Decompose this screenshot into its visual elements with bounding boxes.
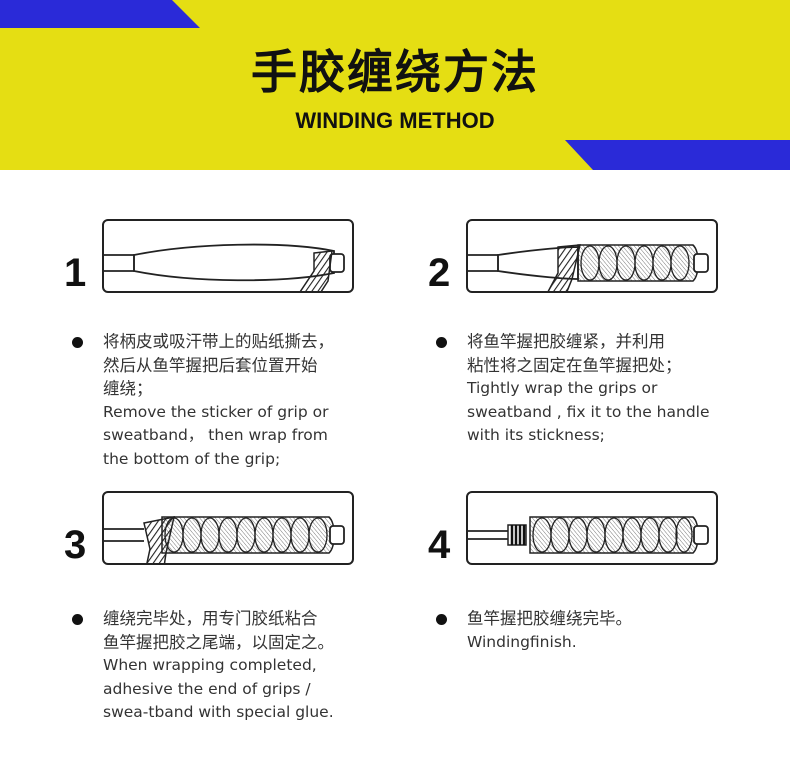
header-banner: 手胶缠绕方法 WINDING METHOD xyxy=(0,0,790,170)
step-1-line: 缠绕； xyxy=(103,379,153,398)
blue-triangle-left xyxy=(0,0,205,28)
bullet-2 xyxy=(436,337,447,348)
wrap-finished-icon xyxy=(468,516,709,554)
step-1-description: 将柄皮或吸汗带上的贴纸撕去， 然后从鱼竿握把后套位置开始 缠绕； Remove … xyxy=(103,330,334,471)
step-2-line: 粘性将之固定在鱼竿握把处； xyxy=(467,355,682,375)
step-3-line: When wrapping completed, xyxy=(103,656,317,674)
step-number-2: 2 xyxy=(428,251,451,295)
blue-triangle-right xyxy=(565,140,790,170)
step-2-line: Tightly wrap the grips or xyxy=(467,379,658,397)
step-number-4: 4 xyxy=(428,523,451,567)
handle-sticker-icon xyxy=(104,243,345,291)
step-3-illustration xyxy=(102,491,354,565)
step-2-line: 将鱼竿握把胶缠紧，并利用 xyxy=(467,332,665,351)
step-1-line: sweatband， then wrap from xyxy=(103,426,328,444)
step-2-illustration xyxy=(466,219,718,293)
step-number-3: 3 xyxy=(64,523,87,567)
step-4-description: 鱼竿握把胶缠绕完毕。 Windingfinish. xyxy=(467,607,632,654)
step-3-line: 缠绕完毕处，用专门胶纸粘合 xyxy=(103,609,318,628)
step-number-1: 1 xyxy=(64,251,87,295)
step-4-line: 鱼竿握把胶缠绕完毕。 xyxy=(467,609,632,628)
step-1-line: 将柄皮或吸汗带上的贴纸撕去， xyxy=(103,332,334,351)
step-3-description: 缠绕完毕处，用专门胶纸粘合 鱼竿握把胶之尾端，以固定之。 When wrappi… xyxy=(103,607,334,725)
page-title: 手胶缠绕方法 xyxy=(251,45,539,99)
step-2-line: with its stickness; xyxy=(467,426,605,444)
wrap-end-icon xyxy=(104,516,345,563)
step-3-line: 鱼竿握把胶之尾端，以固定之。 xyxy=(103,632,334,652)
step-4-line: Windingfinish. xyxy=(467,632,577,651)
bullet-3 xyxy=(72,614,83,625)
page-subtitle: WINDING METHOD xyxy=(295,108,495,133)
step-3-line: swea-tband with special glue. xyxy=(103,703,334,721)
wrap-tight-icon xyxy=(468,244,709,291)
step-4-illustration xyxy=(466,491,718,565)
step-2-line: sweatband , fix it to the handle xyxy=(467,402,710,421)
bullet-1 xyxy=(72,337,83,348)
bullet-4 xyxy=(436,614,447,625)
step-1-line: 然后从鱼竿握把后套位置开始 xyxy=(103,355,318,375)
step-1-illustration xyxy=(102,219,354,293)
step-3-line: adhesive the end of grips / xyxy=(103,679,311,698)
step-2-description: 将鱼竿握把胶缠紧，并利用 粘性将之固定在鱼竿握把处； Tightly wrap … xyxy=(467,330,710,448)
step-1-line: Remove the sticker of grip or xyxy=(103,402,329,421)
step-1-line: the bottom of the grip; xyxy=(103,449,281,468)
